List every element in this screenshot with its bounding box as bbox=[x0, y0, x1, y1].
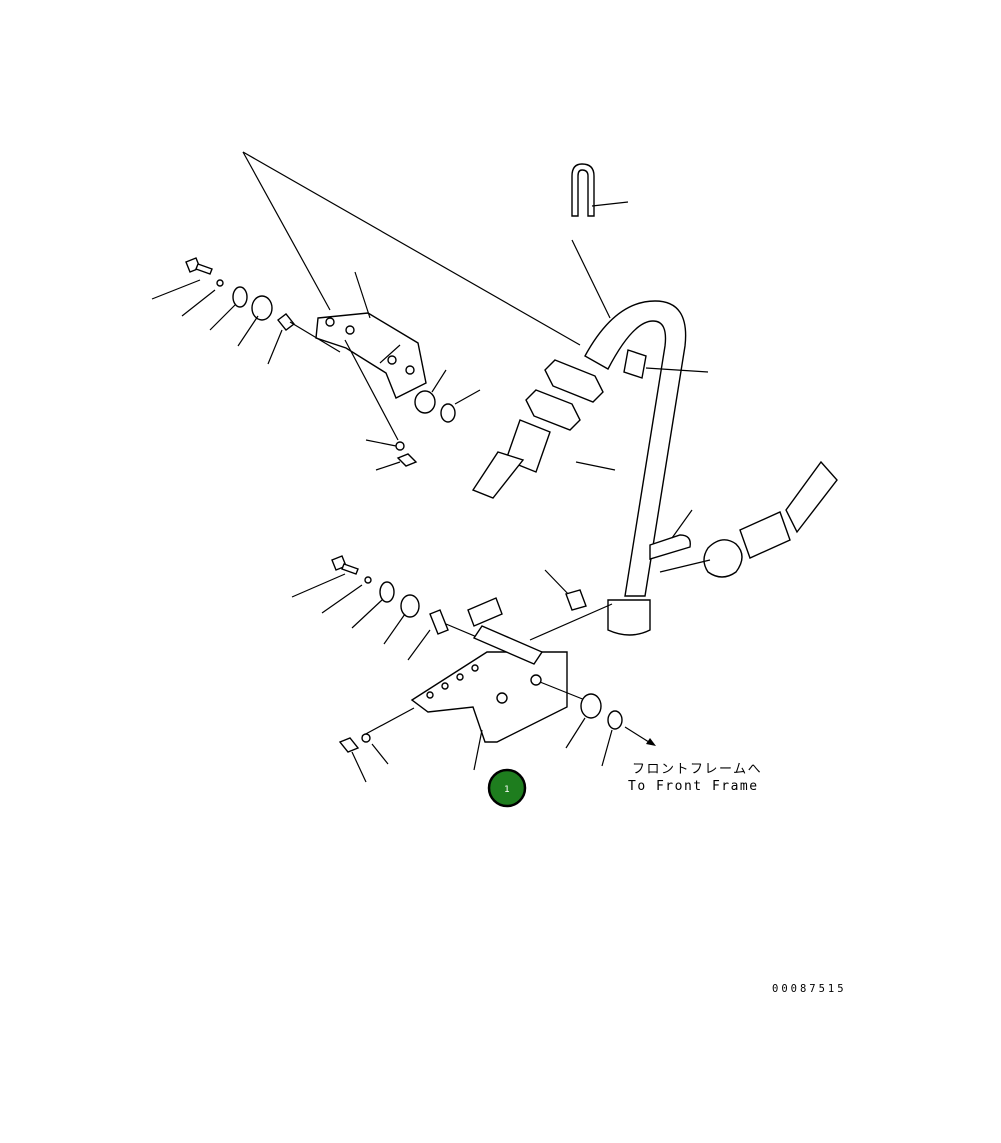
spacer-upper bbox=[251, 295, 273, 321]
clip bbox=[565, 589, 587, 611]
split-flange-lower bbox=[525, 389, 581, 431]
spacer-upper-rear bbox=[414, 390, 436, 414]
bracket-tab bbox=[467, 597, 503, 627]
apex-leader-lines bbox=[242, 151, 581, 346]
u-bolt-middle bbox=[649, 534, 691, 560]
washer-upper-rear bbox=[440, 403, 456, 423]
lower-bracket-assembly bbox=[291, 555, 656, 783]
hose-upper bbox=[471, 451, 525, 499]
hose-right bbox=[785, 460, 838, 534]
u-bolt-upper bbox=[571, 163, 595, 217]
washer-small bbox=[395, 441, 405, 451]
bolt-lower bbox=[331, 555, 359, 575]
upper-bracket-assembly bbox=[151, 257, 481, 471]
washer-upper bbox=[232, 286, 248, 308]
annotation-en: To Front Frame bbox=[628, 779, 759, 794]
annotation-jp: フロントフレームへ bbox=[632, 762, 762, 777]
pipe-clamp-lower bbox=[607, 599, 651, 636]
spacer-lower bbox=[400, 594, 420, 618]
lower-bracket[interactable] bbox=[410, 651, 568, 743]
washer-lower-rear bbox=[607, 710, 623, 730]
collar-upper bbox=[277, 313, 295, 331]
nut-lower bbox=[338, 737, 360, 753]
callout-circle[interactable] bbox=[487, 768, 527, 808]
hydraulic-pipe bbox=[584, 300, 687, 597]
spacer-lower-rear bbox=[580, 693, 602, 719]
pipe-assembly bbox=[471, 163, 838, 641]
hose-fitting-right bbox=[739, 511, 791, 559]
drawing-id: 00087515 bbox=[772, 983, 847, 995]
pipe-clamp-upper bbox=[623, 349, 647, 379]
upper-bracket bbox=[315, 312, 427, 399]
flange-right bbox=[703, 539, 743, 578]
washer-lower-small bbox=[361, 733, 371, 743]
washer-lower bbox=[379, 581, 395, 603]
collar-lower bbox=[429, 609, 449, 635]
lock-washer-upper bbox=[216, 279, 224, 287]
split-flange-upper bbox=[544, 359, 604, 403]
bolt-upper bbox=[185, 257, 213, 275]
callout-number: 1 bbox=[504, 785, 510, 795]
callout-marker-1[interactable]: 1 bbox=[487, 768, 527, 808]
lock-washer-lower bbox=[364, 576, 372, 584]
nut-upper bbox=[396, 453, 418, 467]
